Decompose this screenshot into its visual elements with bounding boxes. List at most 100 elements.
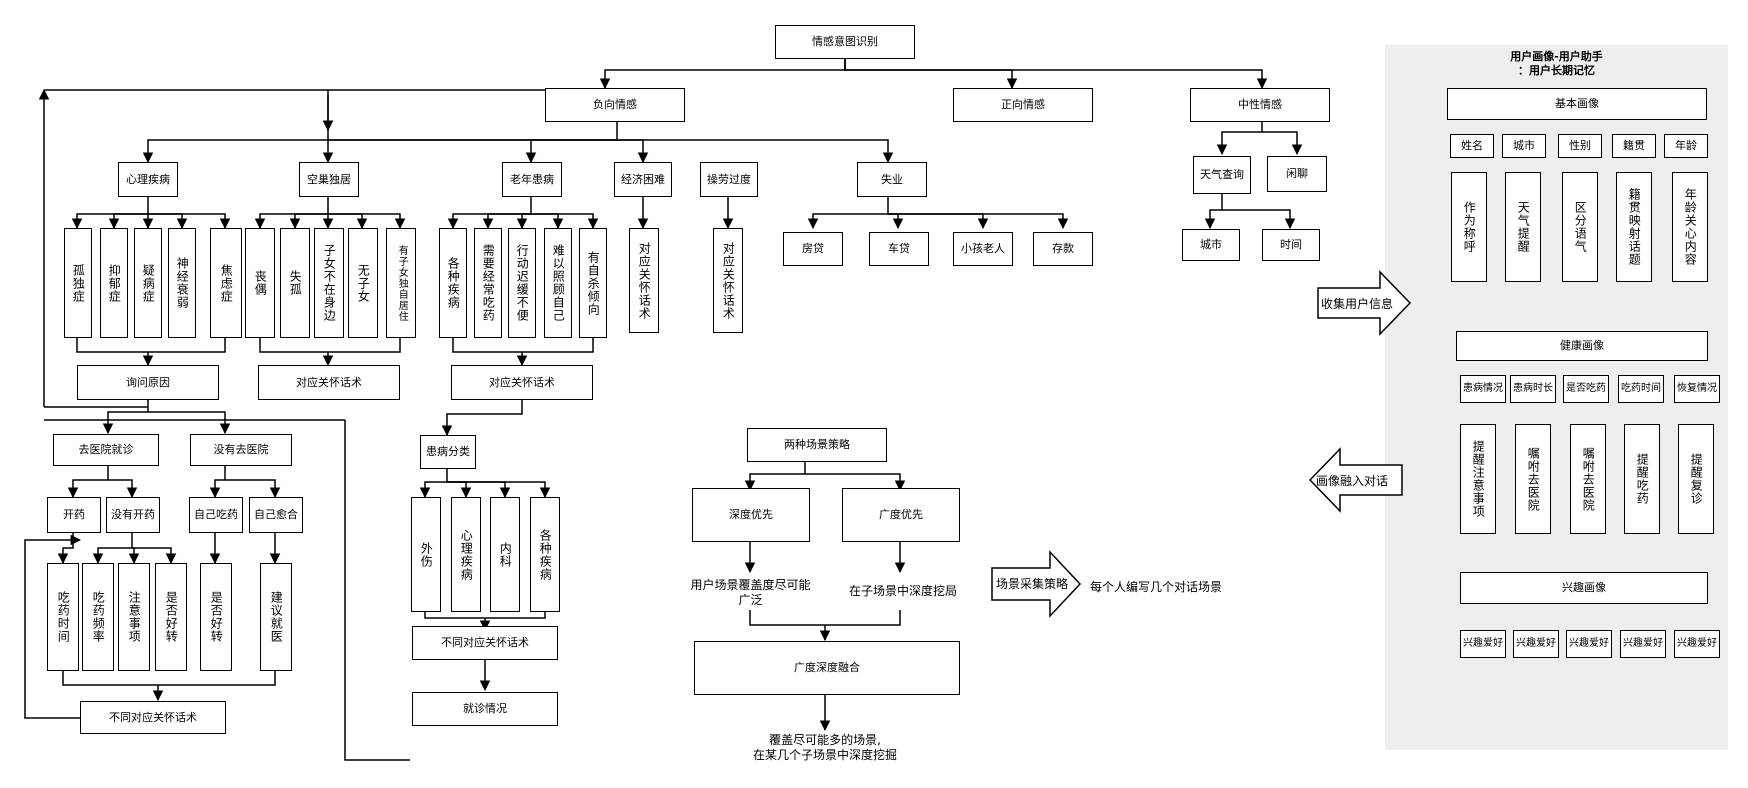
health-use: 嘱咐去医院: [1515, 424, 1551, 534]
disease-class-item: 心理疾病: [451, 497, 481, 612]
basic-field: 籍贯: [1612, 134, 1656, 158]
economic-care: 对应关怀话术: [629, 228, 659, 333]
empty-nest-item: 丧偶: [245, 228, 275, 338]
empty-nest-care: 对应关怀话术: [258, 365, 400, 400]
elderly-illness-group: 老年患病: [502, 162, 562, 197]
psych-item: 孤独症: [64, 228, 92, 338]
overwork-care: 对应关怀话术: [713, 228, 743, 333]
scene-collect-arrow: [991, 550, 1082, 618]
illness-item: 需要经常吃药: [474, 228, 502, 338]
health-field: 是否吃药: [1563, 375, 1609, 403]
basic-field: 姓名: [1450, 134, 1494, 158]
ask-reason-node: 询问原因: [77, 365, 219, 400]
basic-use: 年龄关心内容: [1672, 172, 1708, 282]
unemployed-item: 存款: [1033, 232, 1093, 266]
positive-node: 正向情感: [953, 88, 1093, 122]
fusion-node: 广度深度融合: [694, 641, 960, 695]
weather-node: 天气查询: [1193, 156, 1251, 194]
health-field: 吃药时间: [1618, 375, 1664, 403]
unemployed-item: 车贷: [869, 232, 929, 266]
scene-collect-text: 每个人编写几个对话场景: [1090, 580, 1223, 594]
empty-nest-item: 失孤: [280, 228, 310, 338]
collect-info-arrow: [1317, 270, 1412, 336]
interest-field: 兴趣爱好: [1620, 630, 1666, 658]
unemployed-item: 房贷: [783, 232, 843, 266]
scene-collect-arrow-label: 场景采集策略: [996, 577, 1069, 591]
depth-first-node: 深度优先: [692, 488, 810, 542]
psych-item: 抑郁症: [100, 228, 128, 338]
breadth-desc: 用户场景覆盖度尽可能广泛: [690, 578, 811, 607]
empty-nest-item: 子女不在身边: [314, 228, 344, 338]
psych-item: 疑病症: [134, 228, 162, 338]
economic-group: 经济困难: [614, 162, 672, 197]
health-field: 患病时长: [1510, 375, 1556, 403]
hospital-detail-item: 建议就医: [260, 563, 292, 671]
chat-node: 闲聊: [1267, 156, 1327, 192]
neutral-node: 中性情感: [1190, 88, 1330, 122]
disease-class-item: 外伤: [411, 497, 441, 612]
health-profile-title: 健康画像: [1456, 331, 1708, 361]
unemployed-group: 失业: [857, 162, 927, 197]
disease-class-item: 内科: [490, 497, 520, 612]
interest-profile-title: 兴趣画像: [1460, 572, 1708, 604]
empty-nest-group: 空巢独居: [299, 162, 359, 197]
hospital-detail-item: 是否好转: [200, 563, 232, 671]
unemployed-item: 小孩老人: [953, 232, 1013, 266]
negative-node: 负向情感: [545, 88, 685, 122]
illness-item: 难以照顾自己: [544, 228, 572, 338]
strategy-title-node: 两种场景策略: [747, 428, 887, 462]
psych-item: 神经衰弱: [168, 228, 196, 338]
disease-class-node: 患病分类: [420, 435, 476, 469]
root-node: 情感意图识别: [775, 25, 915, 59]
overwork-group: 操劳过度: [700, 162, 758, 197]
empty-nest-item: 无子女: [348, 228, 378, 338]
basic-use: 作为称呼: [1451, 172, 1487, 282]
illness-item: 行动迟缓不便: [508, 228, 536, 338]
collect-info-label: 收集用户信息: [1321, 297, 1394, 311]
disease-class-item: 各种疾病: [530, 497, 560, 612]
hospital-detail-item: 注意事项: [118, 563, 150, 671]
basic-field: 性别: [1558, 134, 1602, 158]
health-use: 嘱咐去医院: [1570, 424, 1606, 534]
depth-desc: 在子场景中深度挖局: [848, 584, 957, 598]
health-field: 恢复情况: [1674, 375, 1720, 403]
health-field: 患病情况: [1460, 375, 1506, 403]
hospital-detail-item: 是否好转: [155, 563, 187, 671]
time-node: 时间: [1262, 229, 1320, 261]
profile-title: 用户画像-用户助手 ：用户长期记忆: [1510, 50, 1603, 77]
interest-field: 兴趣爱好: [1460, 630, 1506, 658]
visit-status-node: 就诊情况: [412, 692, 558, 726]
not-prescribed-node: 没有开药: [106, 497, 160, 533]
psych-item: 焦虑症: [210, 228, 242, 338]
illness-item: 有自杀倾向: [579, 228, 607, 338]
basic-use: 籍贯映射话题: [1616, 172, 1652, 282]
breadth-first-node: 广度优先: [842, 488, 960, 542]
not-went-hospital-node: 没有去医院: [190, 434, 292, 466]
disease-different-care: 不同对应关怀话术: [412, 626, 558, 660]
hospital-different-care: 不同对应关怀话术: [80, 701, 226, 734]
merge-profile-label: 画像融入对话: [1316, 474, 1389, 488]
city-node: 城市: [1182, 229, 1240, 261]
basic-use: 天气提醒: [1505, 172, 1541, 282]
psych-group: 心理疾病: [118, 162, 178, 197]
strategy-conclusion: 覆盖尽可能多的场景, 在某几个子场景中深度挖掘: [752, 733, 897, 762]
health-use: 提醒吃药: [1624, 424, 1660, 534]
basic-field: 年龄: [1664, 134, 1708, 158]
prescribed-node: 开药: [47, 497, 101, 533]
hospital-detail-item: 吃药频率: [82, 563, 114, 671]
hospital-detail-item: 吃药时间: [47, 563, 79, 671]
health-use: 提醒复诊: [1678, 424, 1714, 534]
self-heal-node: 自己愈合: [249, 497, 303, 533]
empty-nest-item: 有子女独自居住: [386, 228, 416, 338]
illness-care: 对应关怀话术: [451, 365, 593, 400]
merge-profile-arrow: [1308, 447, 1403, 513]
illness-item: 各种疾病: [439, 228, 467, 338]
interest-field: 兴趣爱好: [1674, 630, 1720, 658]
self-medicate-node: 自己吃药: [189, 497, 243, 533]
interest-field: 兴趣爱好: [1513, 630, 1559, 658]
basic-profile-title: 基本画像: [1447, 88, 1707, 120]
interest-field: 兴趣爱好: [1566, 630, 1612, 658]
basic-use: 区分语气: [1562, 172, 1598, 282]
